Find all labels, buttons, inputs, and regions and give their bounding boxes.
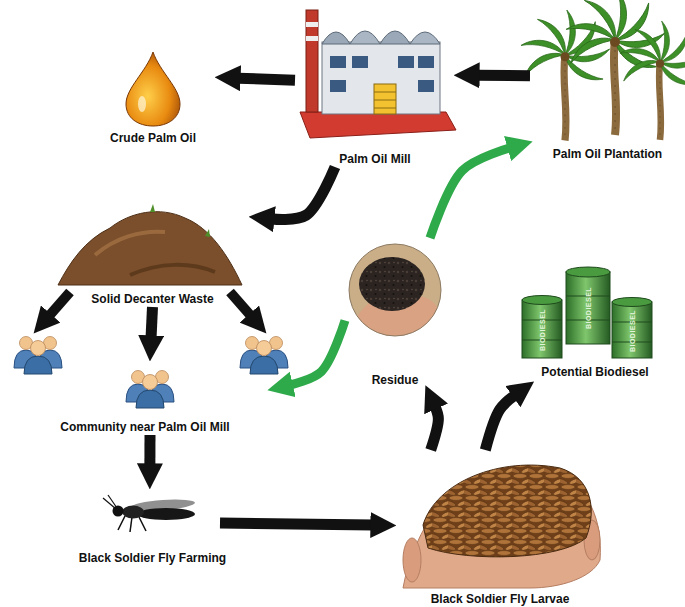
larvae-photo-part xyxy=(403,538,421,582)
flow-arrow xyxy=(144,435,155,466)
flow-arrow xyxy=(230,292,251,316)
node-label: Potential Biodiesel xyxy=(541,365,648,380)
node-label: Crude Palm Oil xyxy=(110,131,196,146)
people-icon-part xyxy=(14,337,62,375)
fly-icon-part xyxy=(113,506,124,517)
residue-node: Residue xyxy=(345,238,445,388)
people-icon xyxy=(14,337,288,409)
source-node: Palm Oil Plantation xyxy=(530,5,685,162)
factory-icon-part xyxy=(380,31,410,44)
recycle-arrow xyxy=(290,321,345,385)
factory-icon-part xyxy=(352,56,368,68)
flow-arrow xyxy=(49,292,70,316)
factory-icon-part xyxy=(350,31,380,44)
residue-photo-part xyxy=(349,244,442,336)
factory-icon-part xyxy=(398,56,414,68)
factory-icon-part xyxy=(300,112,456,138)
factory-icon-part xyxy=(306,36,318,41)
factory-icon-part xyxy=(410,32,440,44)
residue-photo xyxy=(349,244,442,336)
factory-icon-part xyxy=(374,108,396,109)
fly-icon-part xyxy=(130,517,132,532)
soil-pile-icon-part xyxy=(58,212,242,285)
barrel-icon-part xyxy=(522,296,562,305)
factory-icon-part xyxy=(322,32,350,44)
oil-drop-icon-part xyxy=(138,96,146,112)
fly-icon xyxy=(103,495,195,532)
factory-icon-part xyxy=(374,92,396,93)
node-label: Solid Decanter Waste xyxy=(91,292,213,307)
factory-icon-part xyxy=(306,22,318,27)
fly-icon-part xyxy=(139,517,146,531)
larvae-photo-part xyxy=(423,465,591,557)
larvae-photo xyxy=(403,465,600,588)
community-node: Community near Palm Oil Mill xyxy=(20,360,270,435)
node-label: Palm Oil Plantation xyxy=(553,147,662,162)
node-label: Residue xyxy=(372,373,419,388)
soil-pile-icon-part xyxy=(130,265,215,275)
factory-icon-part xyxy=(306,10,318,112)
flow-arrow xyxy=(220,523,373,525)
fly-icon-part xyxy=(137,508,195,520)
barrel-label: BIODIESEL xyxy=(585,287,592,329)
fly-icon-part xyxy=(122,506,144,519)
oil-drop-icon-part xyxy=(126,52,180,126)
flow-arrow xyxy=(272,167,335,219)
soil-pile-icon-part xyxy=(95,232,165,255)
residue-photo-part xyxy=(349,244,441,336)
people-icon-part xyxy=(126,371,174,409)
flow-arrow xyxy=(477,70,530,81)
factory-icon-part xyxy=(374,84,396,114)
palm-tree-icon-part xyxy=(566,0,666,135)
oil-drop-icon xyxy=(126,52,180,126)
palm-tree-icon xyxy=(521,0,685,141)
factory-icon-part xyxy=(418,56,434,68)
factory-icon xyxy=(300,10,456,138)
node-label: Black Soldier Fly Farming xyxy=(79,551,226,566)
product-node: Crude Palm Oil xyxy=(90,48,216,146)
node-label: Black Soldier Fly Larvae xyxy=(431,592,570,607)
barrel-icon-part xyxy=(612,298,652,307)
process-node: Palm Oil Mill xyxy=(295,0,455,167)
barrel-icon-part xyxy=(522,300,562,358)
barrel-icon-part xyxy=(566,272,610,344)
barrel-icon-part xyxy=(612,302,652,358)
product-node: Black Soldier Fly Larvae xyxy=(395,450,605,607)
factory-icon-part xyxy=(322,42,440,114)
soil-pile-icon-part xyxy=(150,204,155,212)
flow-arrow xyxy=(151,307,152,338)
factory-icon-part xyxy=(330,56,346,68)
residue-photo-part xyxy=(359,257,425,311)
flow-arrow xyxy=(485,395,515,450)
people-icon-part xyxy=(240,337,288,375)
flow-arrow xyxy=(238,78,295,80)
fly-icon-part xyxy=(118,516,125,530)
barrel-icon-part xyxy=(566,267,610,277)
factory-icon-part xyxy=(330,80,346,92)
node-label: Palm Oil Mill xyxy=(339,152,410,167)
barrel-label: BIODIESEL xyxy=(629,310,636,352)
soil-pile-icon xyxy=(58,204,242,285)
node-label: Community near Palm Oil Mill xyxy=(60,420,229,435)
barrel-icon xyxy=(522,267,652,358)
palm-tree-icon-part xyxy=(620,21,685,140)
recycle-arrow xyxy=(430,148,510,238)
soil-pile-icon-part xyxy=(205,229,210,237)
barrel-label: BIODIESEL xyxy=(539,309,546,351)
factory-icon-part xyxy=(418,80,434,92)
flow-arrow xyxy=(431,407,439,450)
factory-icon-part xyxy=(374,100,396,101)
waste-node: Solid Decanter Waste xyxy=(55,200,250,307)
farming-node: Black Soldier Fly Farming xyxy=(85,488,220,566)
